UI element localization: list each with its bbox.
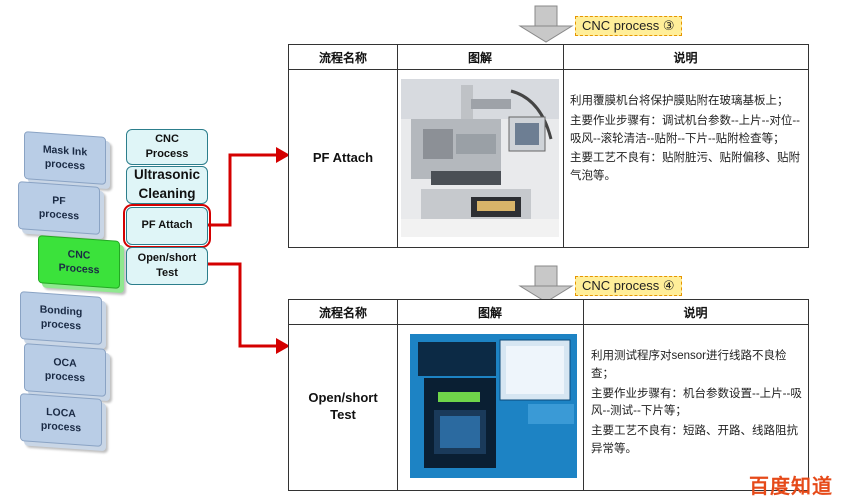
step-label: CNC Process [145, 132, 189, 160]
laminator-machine-image [401, 79, 559, 237]
step-open-short-test[interactable]: Open/short Test [126, 247, 208, 285]
tester-photo [410, 334, 577, 478]
process-oca[interactable]: OCA process [24, 343, 106, 397]
process-label: Bonding process [39, 303, 83, 333]
process-label: OCA process [44, 356, 86, 385]
table-header [289, 300, 808, 325]
process-loca[interactable]: LOCA process [20, 393, 102, 447]
header-description: 说明 [673, 50, 698, 65]
step-label: Open/short Test [137, 251, 197, 279]
open-short-test-table: 流程名称 图解 说明 Open/short Test 利用测试程序对sensor… [288, 299, 809, 491]
header-process-name: 流程名称 [318, 50, 367, 65]
process-label: CNC Process [58, 248, 100, 277]
description-line: 主要作业步骤有：调试机台参数--上片--对位--吸风--滚轮清洁--贴附--下片… [570, 114, 800, 145]
process-label: LOCA process [40, 405, 82, 435]
divider [583, 300, 584, 490]
description-line: 利用测试程序对sensor进行线路不良检查； [591, 350, 787, 380]
header-process-name: 流程名称 [318, 305, 367, 320]
down-arrow-1 [518, 5, 574, 43]
header-illustration: 图解 [477, 305, 502, 320]
process-bonding[interactable]: Bonding process [20, 291, 102, 345]
process-name-cell: PF Attach [289, 69, 397, 247]
pf-attach-connector [208, 153, 276, 227]
process-cnc[interactable]: CNC Process [38, 235, 120, 289]
description-cell: 利用测试程序对sensor进行线路不良检查； 主要作业步骤有：机台参数设置--上… [591, 348, 803, 461]
header-illustration: 图解 [467, 50, 492, 65]
process-label: Mask Ink process [42, 143, 88, 173]
description-line: 主要作业步骤有：机台参数设置--上片--吸风--测试--下片等； [591, 387, 802, 418]
panel-tag-1: CNC process ③ [575, 16, 682, 36]
description-line: 主要工艺不良有：贴附脏污、贴附偏移、贴附气泡等。 [570, 152, 800, 183]
description-line: 利用覆膜机台将保护膜贴附在玻璃基板上； [570, 95, 789, 107]
panel-tag-2: CNC process ④ [575, 276, 682, 296]
process-mask-ink[interactable]: Mask Ink process [24, 131, 106, 185]
pf-attach-table: 流程名称 图解 说明 PF Attach 利用覆膜机台将保护膜贴附在玻璃基板上；… [288, 44, 809, 248]
divider [397, 300, 398, 490]
watermark-logo: 百度知道 [749, 474, 833, 498]
step-ultrasonic-cleaning[interactable]: Ultrasonic Cleaning [126, 166, 208, 204]
process-name-cell: Open/short Test [289, 324, 397, 490]
laminator-photo [401, 79, 559, 237]
open-short-connector [208, 262, 276, 348]
description-line: 主要工艺不良有：短路、开路、线路阻抗异常等。 [591, 425, 798, 456]
divider [563, 45, 564, 247]
step-cnc-process[interactable]: CNC Process [126, 129, 208, 165]
step-label: PF Attach [141, 219, 193, 232]
header-description: 说明 [683, 305, 708, 320]
down-arrow-2 [518, 265, 574, 303]
table-header [289, 45, 808, 70]
tester-machine-image [410, 334, 577, 478]
process-label: PF process [38, 194, 80, 223]
process-pf[interactable]: PF process [18, 181, 100, 235]
step-pf-attach[interactable]: PF Attach [123, 204, 211, 248]
description-cell: 利用覆膜机台将保护膜贴附在玻璃基板上； 主要作业步骤有：调试机台参数--上片--… [570, 93, 802, 188]
process-name: PF Attach [312, 149, 374, 165]
divider [397, 45, 398, 247]
process-name: Open/short Test [308, 390, 378, 422]
step-label: Ultrasonic Cleaning [133, 167, 201, 201]
